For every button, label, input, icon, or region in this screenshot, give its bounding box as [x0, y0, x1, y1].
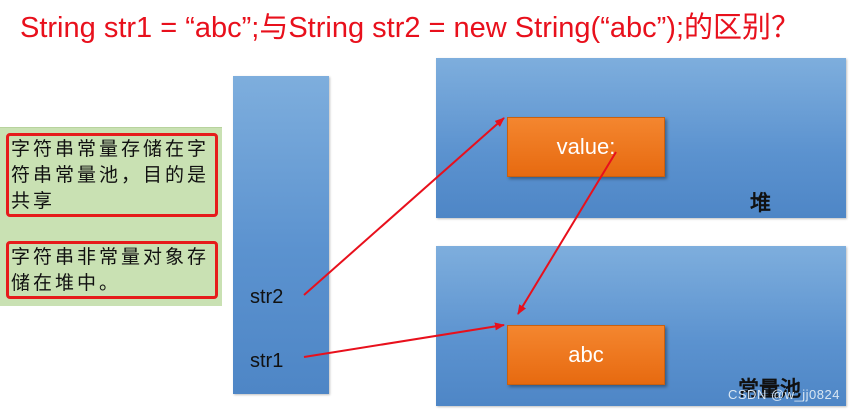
heap-string-object: value: — [507, 117, 665, 177]
heap-label: 堆 — [750, 191, 771, 215]
stack-variable-str1: str1 — [250, 350, 284, 372]
arrow-str1-to-pool — [303, 322, 505, 358]
page-title: String str1 = “abc”;与String str2 = new S… — [20, 12, 800, 44]
pool-string-literal: abc — [507, 325, 665, 385]
note-constant-pool: 字符串常量存储在字符串常量池，目的是共享 — [6, 133, 218, 217]
stack-variable-str2: str2 — [250, 286, 284, 308]
note-heap-object: 字符串非常量对象存储在堆中。 — [6, 241, 218, 299]
arrow-str2-to-heap — [303, 117, 505, 296]
watermark: CSDN @w_jj0824 — [728, 387, 840, 402]
stack-region — [233, 76, 329, 394]
arrow-value-to-pool — [517, 151, 617, 315]
string-pool-label: 常量池 — [738, 377, 801, 401]
